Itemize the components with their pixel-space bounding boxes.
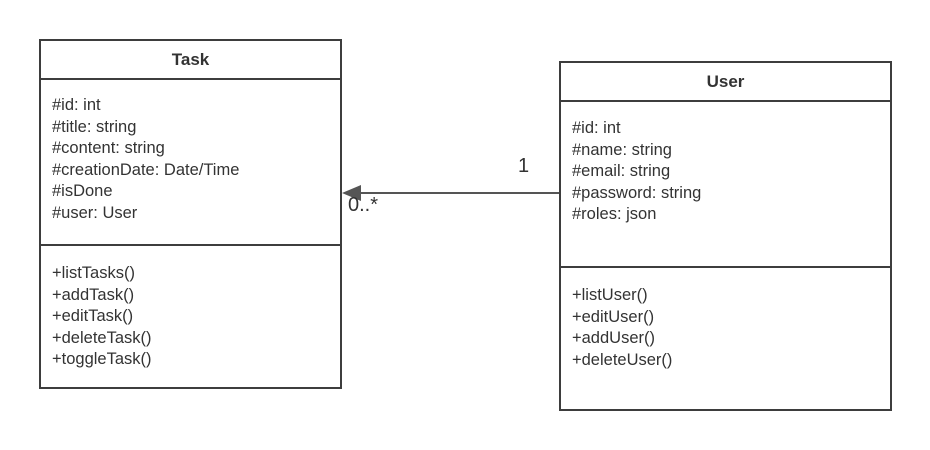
task-attribute: #user: User [52, 203, 138, 222]
user-operation: +listUser() [572, 286, 648, 304]
task-operation: +addTask() [52, 285, 135, 304]
user-operations: +listUser() +editUser() +addUser() +dele… [561, 268, 890, 371]
task-operation: +listTasks() [52, 264, 135, 282]
task-multiplicity-label: 0..* [348, 194, 379, 216]
task-attribute: #content: string [52, 139, 165, 158]
task-operation: +editTask() [52, 307, 134, 326]
task-attributes: #id: int #title: string #content: string… [41, 80, 340, 246]
task-attribute: #creationDate: Date/Time [52, 160, 240, 179]
user-operation: +addUser() [572, 329, 655, 348]
user-attribute: #roles: json [572, 205, 657, 224]
task-attribute: #title: string [52, 117, 137, 136]
user-attributes: #id: int #name: string #email: string #p… [561, 102, 890, 268]
user-class-box[interactable]: User #id: int #name: string #email: stri… [559, 61, 892, 411]
user-operation: +editUser() [572, 307, 655, 326]
user-operation: +deleteUser() [572, 350, 673, 369]
task-operation: +deleteTask() [52, 328, 152, 347]
user-attribute: #email: string [572, 162, 671, 181]
task-class-box[interactable]: Task #id: int #title: string #content: s… [39, 39, 342, 389]
user-multiplicity-label: 1 [518, 155, 530, 177]
user-attribute: #id: int [572, 119, 621, 137]
task-class-name: Task [41, 41, 340, 80]
task-attribute: #isDone [52, 182, 113, 201]
task-attribute: #id: int [52, 96, 101, 114]
task-operations: +listTasks() +addTask() +editTask() +del… [41, 246, 340, 371]
user-class-name: User [561, 63, 890, 102]
user-attribute: #name: string [572, 140, 672, 159]
user-attribute: #password: string [572, 183, 702, 202]
task-operation: +toggleTask() [52, 350, 152, 369]
